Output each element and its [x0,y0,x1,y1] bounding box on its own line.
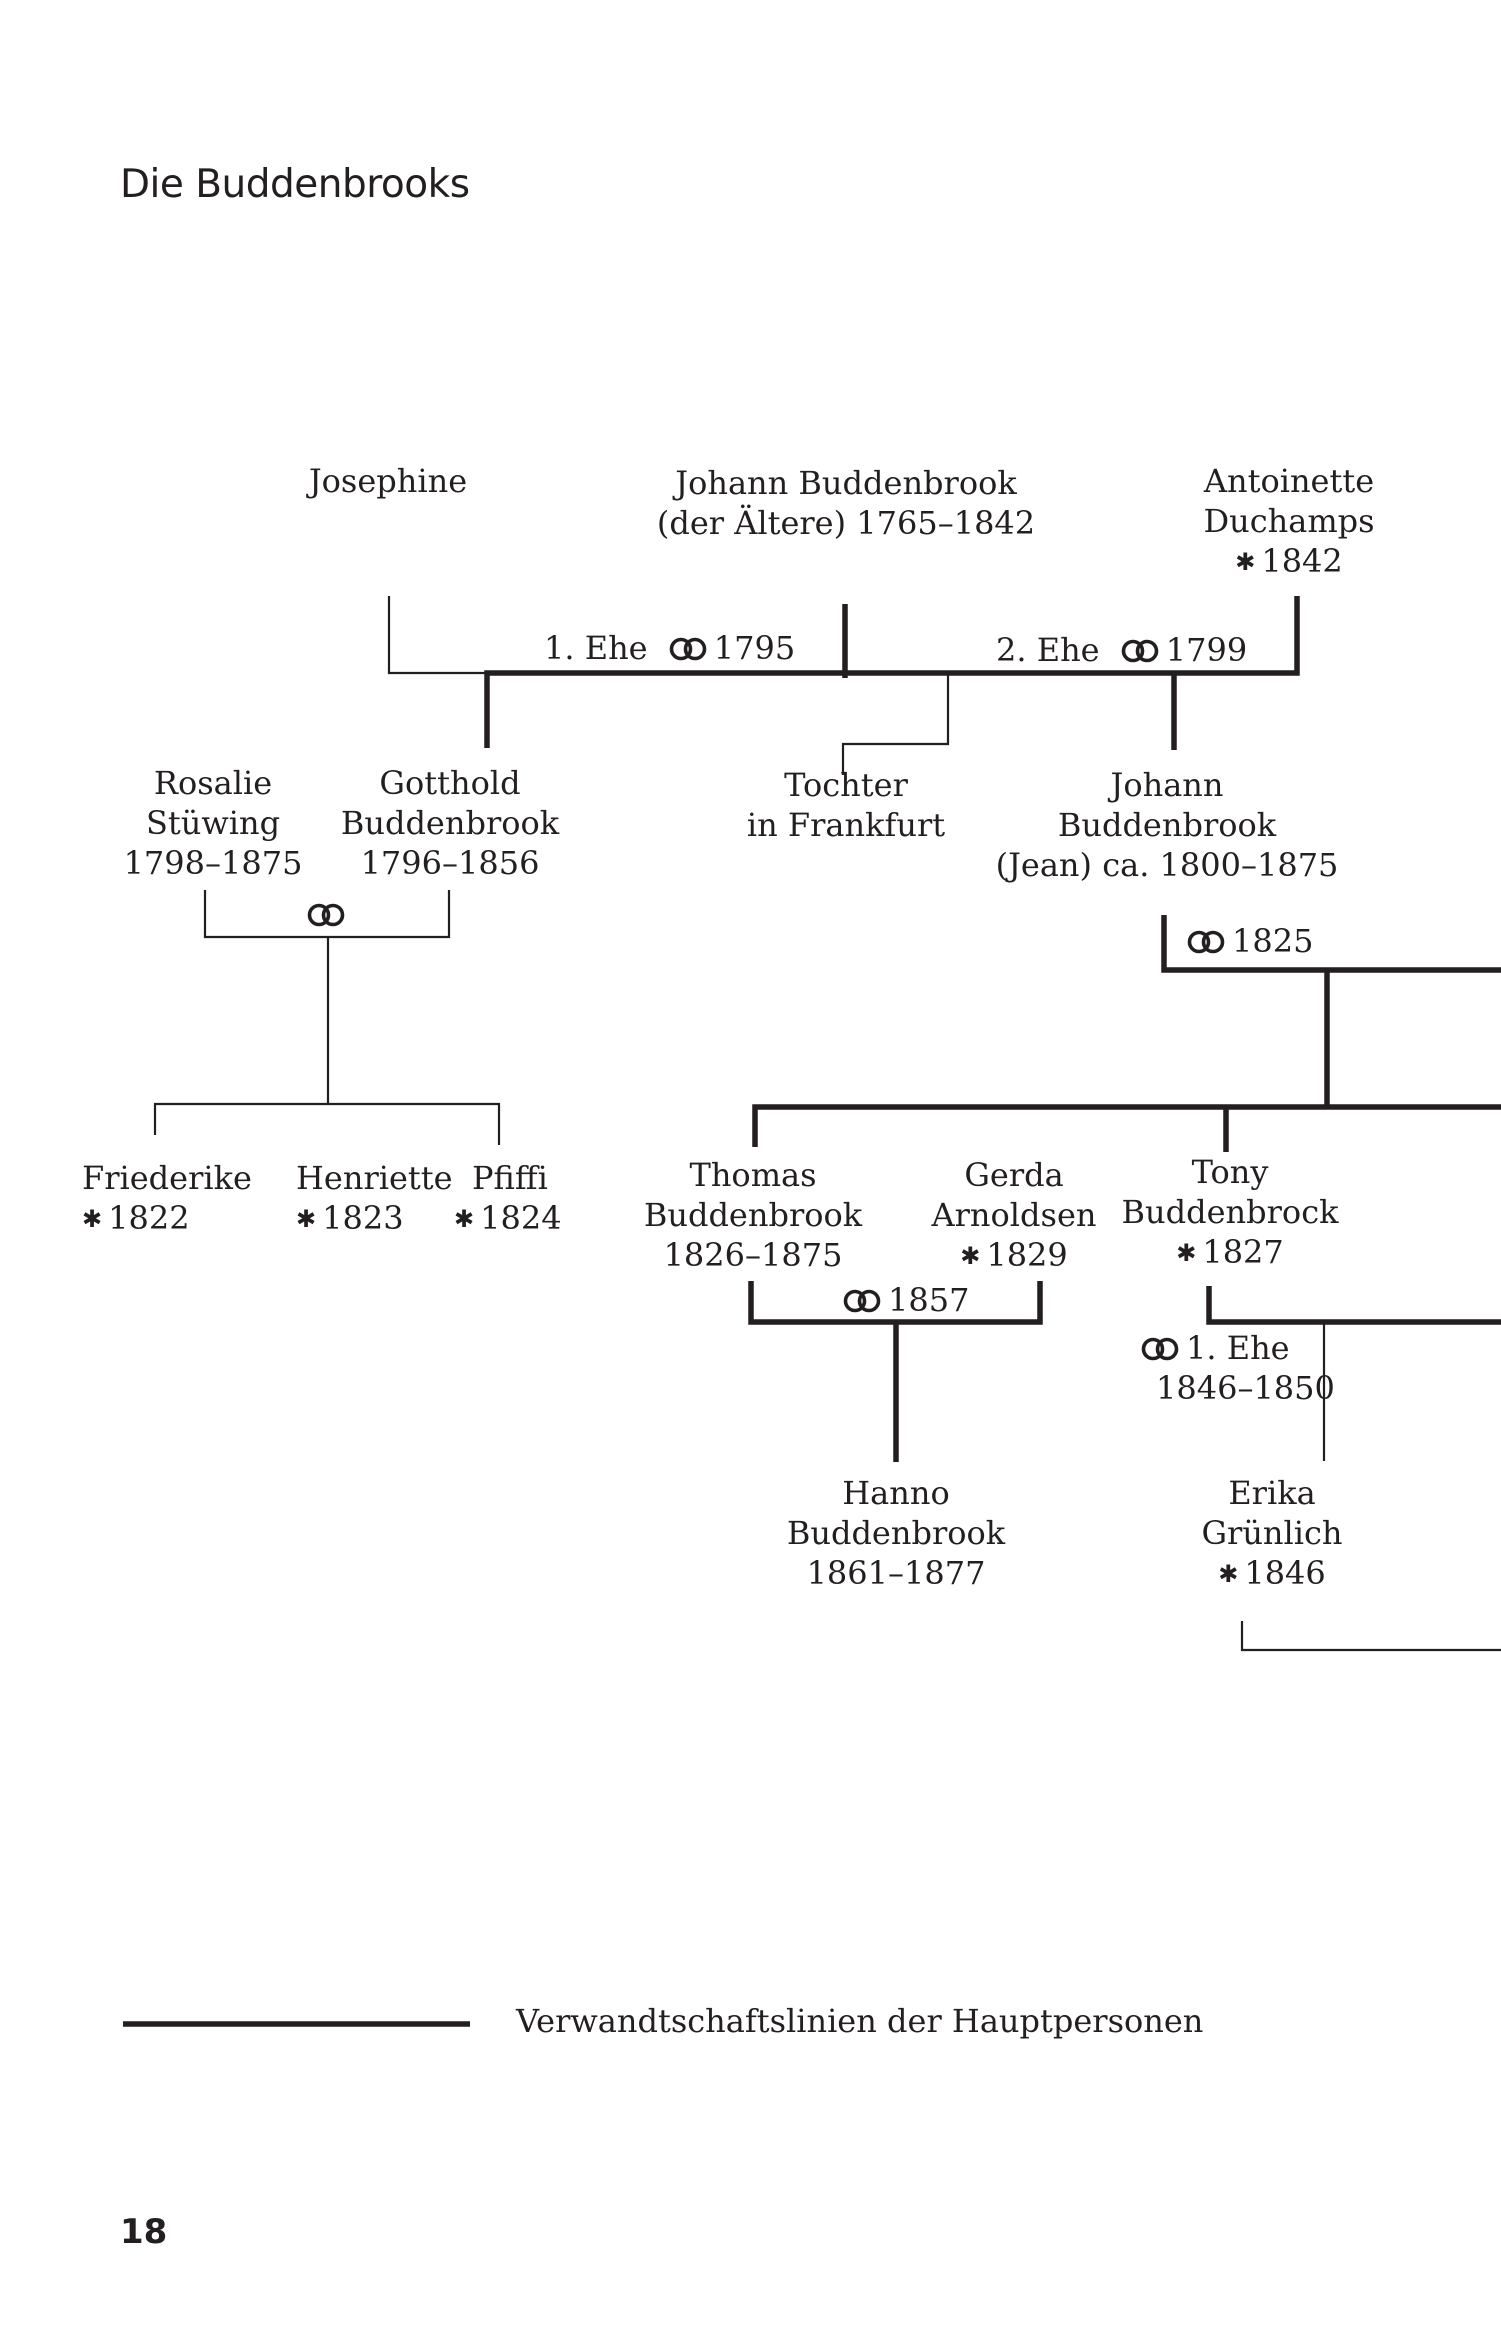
line-josephine [387,596,487,675]
wedding-rings-icon [306,903,346,927]
marriage-second: 2. Ehe 1799 [996,631,1248,669]
person-friederike: Friederike ✱1822 [82,1159,252,1237]
asterisk-icon: ✱ [1218,1560,1239,1588]
page-number: 18 [120,2212,168,2252]
wedding-rings-icon [668,637,708,661]
main-line-jean-marriage [1161,915,1501,973]
marriage-thomas-gerda: 1857 [842,1280,969,1320]
main-line-johann-first [484,596,1300,748]
marriage-tony-first: 1. Ehe 1846–1850 [1140,1328,1335,1408]
person-gotthold: Gotthold Buddenbrook 1796–1856 [340,764,560,882]
line-tochter [841,673,950,775]
person-tochter: Tochter in Frankfurt [746,766,946,844]
wedding-rings-icon [1120,639,1160,663]
person-rosalie: Rosalie Stüwing 1798–1875 [123,764,303,882]
main-line-children-bar [752,1104,1501,1147]
person-hanno: Hanno Buddenbrook 1861–1877 [786,1474,1006,1592]
wedding-rings-icon [1140,1337,1180,1361]
main-line-tony-marriage [1206,1286,1501,1325]
asterisk-icon: ✱ [1235,548,1256,576]
asterisk-icon: ✱ [82,1205,103,1233]
page-title: Die Buddenbrooks [120,162,470,207]
asterisk-icon: ✱ [296,1205,317,1233]
person-erika: Erika Grünlich ✱1846 [1201,1474,1343,1592]
person-tony: Tony Buddenbrock ✱1827 [1121,1153,1339,1271]
person-henriette: Henriette ✱1823 [296,1159,453,1237]
person-antoinette: Antoinette Duchamps ✱1842 [1203,462,1375,580]
asterisk-icon: ✱ [454,1205,475,1233]
person-josephine: Josephine [308,462,468,500]
person-pfiffi: Pfiffi ✱1824 [454,1159,562,1237]
wedding-rings-icon [1186,930,1226,954]
person-thomas: Thomas Buddenbrook 1826–1875 [643,1156,863,1274]
marriage-first: 1. Ehe 1795 [544,629,796,667]
person-jean: Johann Buddenbrook (Jean) ca. 1800–1875 [995,766,1339,884]
line-children-bar [153,1102,501,1145]
person-gerda: Gerda Arnoldsen ✱1829 [931,1156,1097,1274]
person-johann-aeltere: Johann Buddenbrook (der Ältere) 1765–184… [656,464,1036,542]
asterisk-icon: ✱ [960,1242,981,1270]
asterisk-icon: ✱ [1176,1239,1197,1267]
line-erika [1240,1621,1501,1652]
marriage-jean: 1825 [1186,921,1313,961]
legend-text: Verwandtschaftslinien der Hauptpersonen [516,2002,1204,2040]
wedding-rings-icon [842,1289,882,1313]
